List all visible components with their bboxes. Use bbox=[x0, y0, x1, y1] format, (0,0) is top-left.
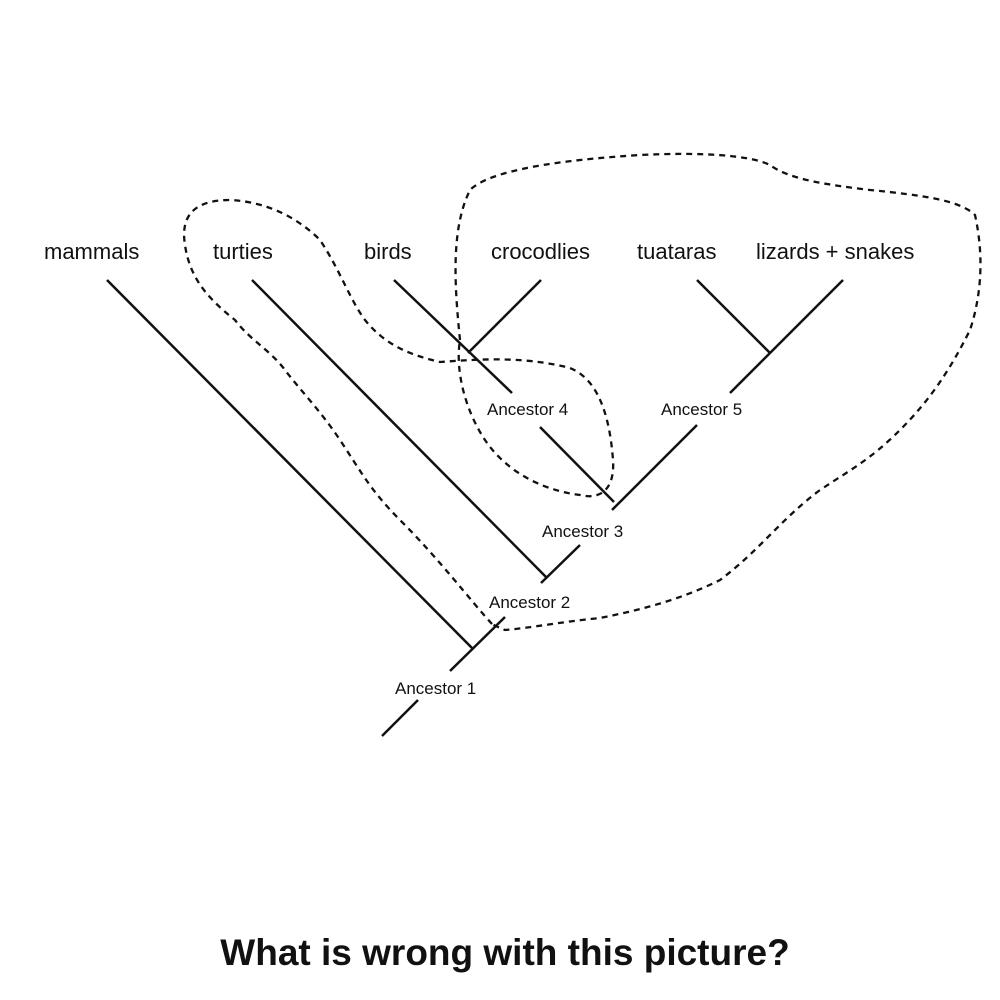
ancestor-2-label: Ancestor 2 bbox=[489, 593, 570, 612]
branch-ancestor1-2 bbox=[449, 616, 506, 672]
taxon-tuataras: tuataras bbox=[637, 239, 717, 264]
branch-ancestor3-5 bbox=[611, 424, 698, 511]
dashed-group-reptiles bbox=[454, 152, 982, 632]
taxon-crocodiles: crocodlies bbox=[491, 239, 590, 264]
ancestor-1-label: Ancestor 1 bbox=[395, 679, 476, 698]
branch-ancestor3-4 bbox=[539, 426, 615, 503]
taxon-labels: mammals turties birds crocodlies tuatara… bbox=[44, 239, 914, 264]
ancestor-labels: Ancestor 1 Ancestor 2 Ancestor 3 Ancesto… bbox=[395, 400, 742, 698]
ancestor-5-label: Ancestor 5 bbox=[661, 400, 742, 419]
ancestor-3-label: Ancestor 3 bbox=[542, 522, 623, 541]
branch-root bbox=[381, 699, 419, 737]
branch-lizards-snakes bbox=[729, 279, 844, 394]
question-caption: What is wrong with this picture? bbox=[220, 932, 789, 973]
taxon-turtles: turties bbox=[213, 239, 273, 264]
taxon-birds: birds bbox=[364, 239, 412, 264]
taxon-lizards-snakes: lizards + snakes bbox=[756, 239, 914, 264]
ancestor-4-label: Ancestor 4 bbox=[487, 400, 568, 419]
branch-ancestor2-3 bbox=[540, 544, 581, 584]
branches bbox=[106, 279, 844, 737]
taxon-mammals: mammals bbox=[44, 239, 139, 264]
branch-turtles bbox=[251, 279, 548, 579]
branch-tuataras bbox=[696, 279, 771, 354]
branch-crocodiles bbox=[467, 279, 542, 354]
branch-birds bbox=[393, 279, 513, 394]
branch-mammals bbox=[106, 279, 473, 649]
